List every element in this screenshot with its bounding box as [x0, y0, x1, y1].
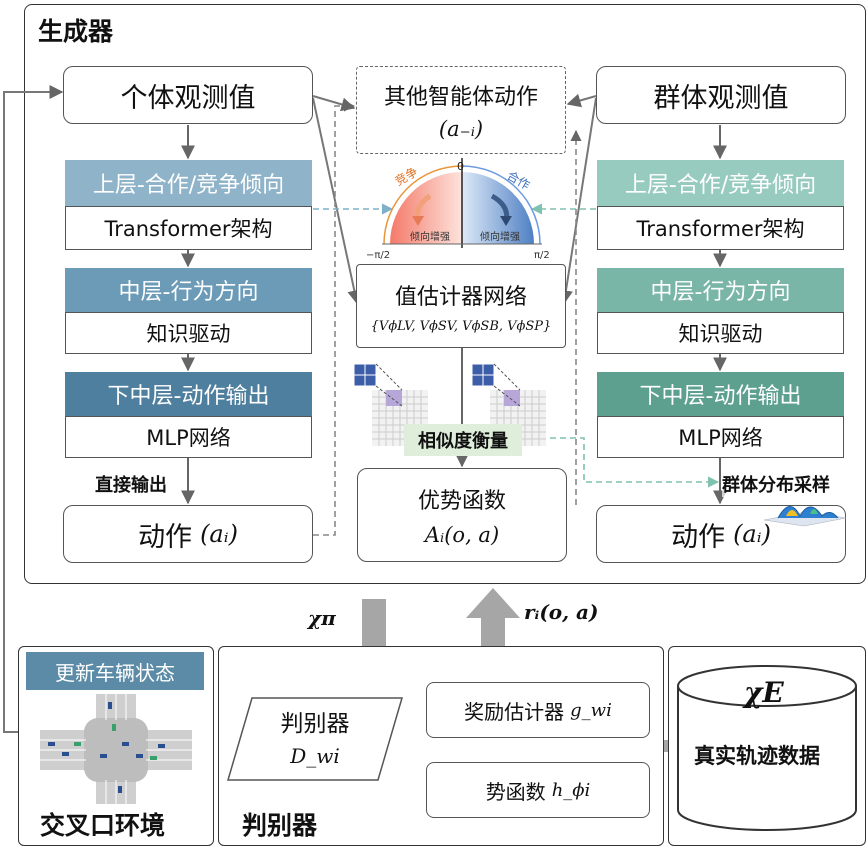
potential-function-box: 势函数 h_ϕi — [426, 762, 650, 818]
real-trajectory-label: 真实轨迹数据 — [694, 744, 820, 768]
value-estimator-math: {VϕLV, VϕSV, VϕSB, VϕSP} — [370, 318, 552, 334]
database-cylinder-icon — [677, 665, 857, 831]
left-lower-layer-bar: 下中层-动作输出 — [65, 372, 312, 416]
similarity-measure-label: 相似度衡量 — [404, 424, 522, 456]
group-observation-box: 群体观测值 — [596, 66, 846, 124]
other-agents-box: 其他智能体动作 (a₋ᵢ) — [356, 66, 566, 154]
left-action-box: 动作 (aᵢ) — [63, 505, 313, 563]
chi-e-symbol: χE — [744, 676, 784, 709]
gauge-zero: 0 — [457, 160, 464, 173]
other-agents-label: 其他智能体动作 — [383, 85, 538, 110]
similarity-grid-illustration — [353, 363, 546, 446]
distribution-sampling-icon — [763, 506, 847, 527]
discriminator-title: 判别器 — [242, 811, 318, 840]
gauge-left-text: 倾向增强 — [410, 230, 450, 243]
right-upper-layer-bar: 上层-合作/竞争倾向 — [597, 160, 844, 206]
group-sampling-label: 群体分布采样 — [722, 471, 830, 497]
potential-function-math: h_ϕi — [551, 779, 591, 801]
discriminator-box-text: 判别器 D_wi — [250, 704, 380, 768]
right-action-math: (aᵢ) — [733, 520, 771, 548]
reward-estimator-box: 奖励估计器 g_wi — [426, 682, 650, 738]
potential-function-label: 势函数 — [485, 779, 546, 804]
advantage-function-label: 优势函数 — [417, 489, 506, 514]
tendency-gauge: 竞争 合作 倾向增强 倾向增强 0 −π/2 π/2 — [366, 158, 550, 261]
value-estimator-box: 值估计器网络 {VϕLV, VϕSV, VϕSB, VϕSP} — [356, 264, 566, 348]
update-vehicle-state-label: 更新车辆状态 — [26, 652, 204, 690]
left-middle-layer-bar: 中层-行为方向 — [65, 268, 312, 312]
left-mlp-box: MLP网络 — [65, 416, 312, 458]
right-action-label: 动作 — [671, 521, 726, 553]
chi-pi-label: χπ — [308, 606, 336, 630]
right-mlp-box: MLP网络 — [597, 416, 844, 458]
gauge-right-text: 倾向增强 — [480, 230, 520, 243]
gauge-cooperation-label: 合作 — [505, 168, 533, 193]
left-transformer-box: Transformer架构 — [65, 206, 312, 250]
reward-estimator-math: g_wi — [570, 699, 612, 721]
individual-observation-box: 个体观测值 — [63, 66, 313, 124]
value-estimator-label: 值估计器网络 — [394, 284, 527, 310]
direct-output-label: 直接输出 — [95, 475, 167, 496]
advantage-function-box: 优势函数 Aᵢ(o, a) — [357, 468, 567, 562]
gauge-competition-label: 竞争 — [393, 164, 421, 188]
gauge-left-tick: −π/2 — [366, 250, 390, 261]
other-agents-math: (a₋ᵢ) — [438, 117, 484, 141]
left-action-label: 动作 — [138, 521, 193, 553]
generator-title: 生成器 — [38, 17, 114, 46]
left-action-math: (aᵢ) — [200, 520, 238, 548]
intersection-map — [40, 694, 192, 804]
advantage-function-math: Aᵢ(o, a) — [424, 523, 500, 547]
right-middle-layer-bar: 中层-行为方向 — [597, 268, 844, 312]
right-knowledge-box: 知识驱动 — [597, 312, 844, 354]
reward-label: rᵢ(o, a) — [524, 600, 599, 624]
discriminator-box-label: 判别器 — [280, 711, 350, 737]
left-upper-layer-bar: 上层-合作/竞争倾向 — [65, 160, 312, 206]
gauge-right-tick: π/2 — [534, 250, 550, 261]
left-knowledge-box: 知识驱动 — [65, 312, 312, 354]
right-transformer-box: Transformer架构 — [597, 206, 844, 250]
intersection-env-title: 交叉口环境 — [40, 811, 166, 840]
discriminator-box-math: D_wi — [290, 744, 340, 768]
reward-estimator-label: 奖励估计器 — [464, 699, 565, 724]
right-lower-layer-bar: 下中层-动作输出 — [597, 372, 844, 416]
discriminator-shape — [226, 697, 404, 781]
